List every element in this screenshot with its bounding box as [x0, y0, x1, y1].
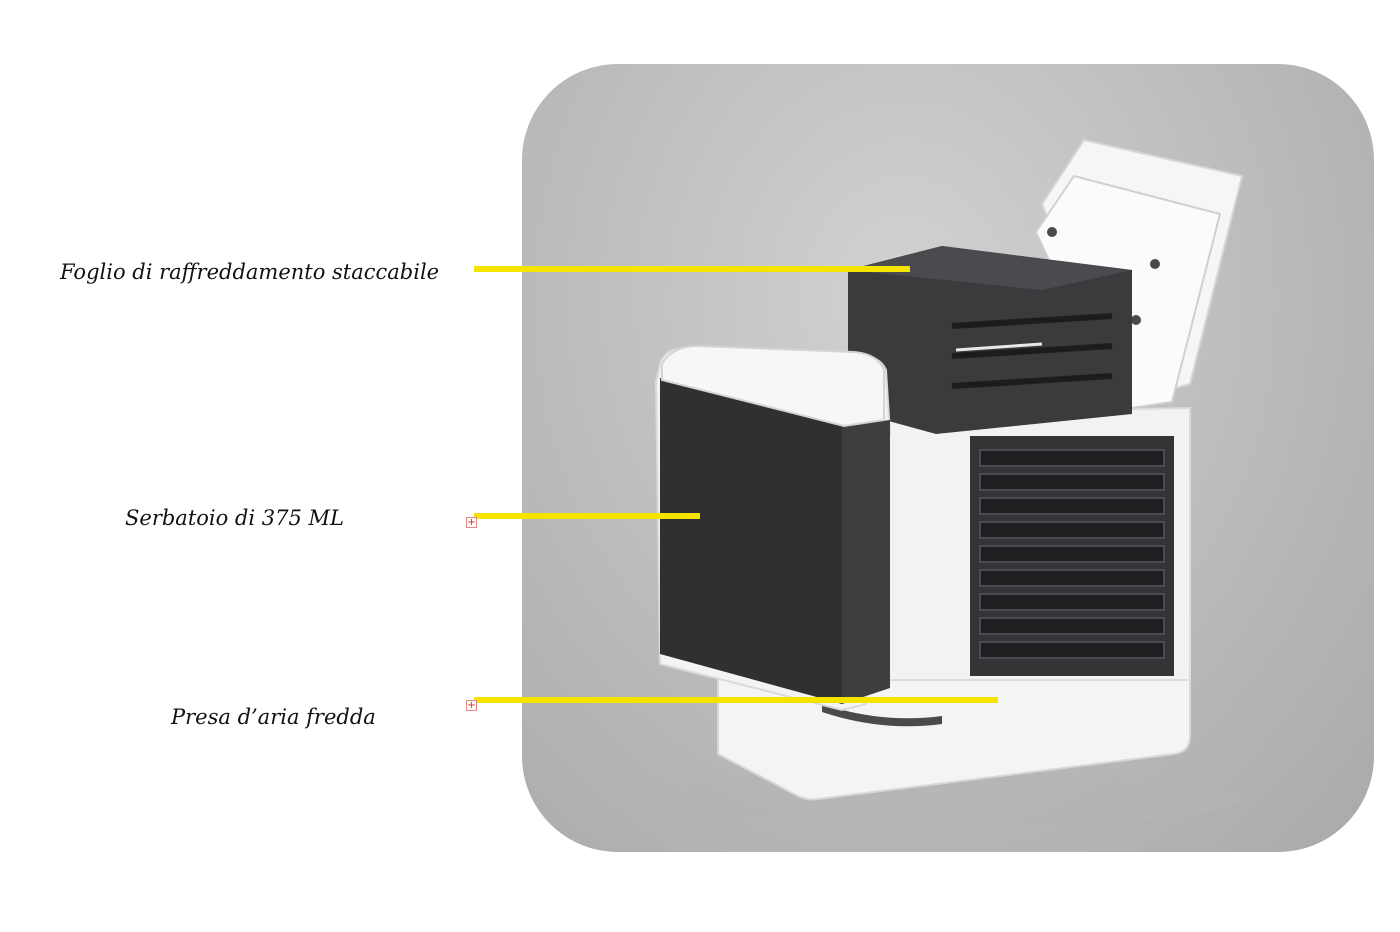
air-cooler-illustration [642, 138, 1244, 827]
callout-leader-line [474, 697, 998, 703]
water-tank-body [660, 378, 842, 704]
callout-label-cooling-sheet: Foglio di raffreddamento staccabile [60, 260, 440, 284]
water-tank-side [842, 420, 890, 704]
expand-marker-icon[interactable]: + [466, 517, 477, 528]
front-grille-slats [979, 449, 1165, 659]
product-photo [522, 64, 1374, 852]
callout-label-water-tank: Serbatoio di 375 ML [125, 506, 344, 530]
base-groove [822, 704, 942, 727]
top-fan-unit [848, 246, 1132, 434]
callout-label-air-intake: Presa d’aria fredda [171, 705, 376, 729]
water-tank-lid [661, 344, 885, 428]
sheet-hole [1150, 259, 1160, 269]
top-fan-slots [951, 313, 1113, 389]
sheet-hole [1047, 227, 1057, 237]
expand-marker-icon[interactable]: + [466, 700, 477, 711]
callout-leader-line [474, 513, 700, 519]
callout-leader-line [474, 266, 910, 272]
sheet-hole [1131, 315, 1141, 325]
fan-highlight [955, 342, 1043, 352]
top-fan-lid [848, 246, 1132, 290]
